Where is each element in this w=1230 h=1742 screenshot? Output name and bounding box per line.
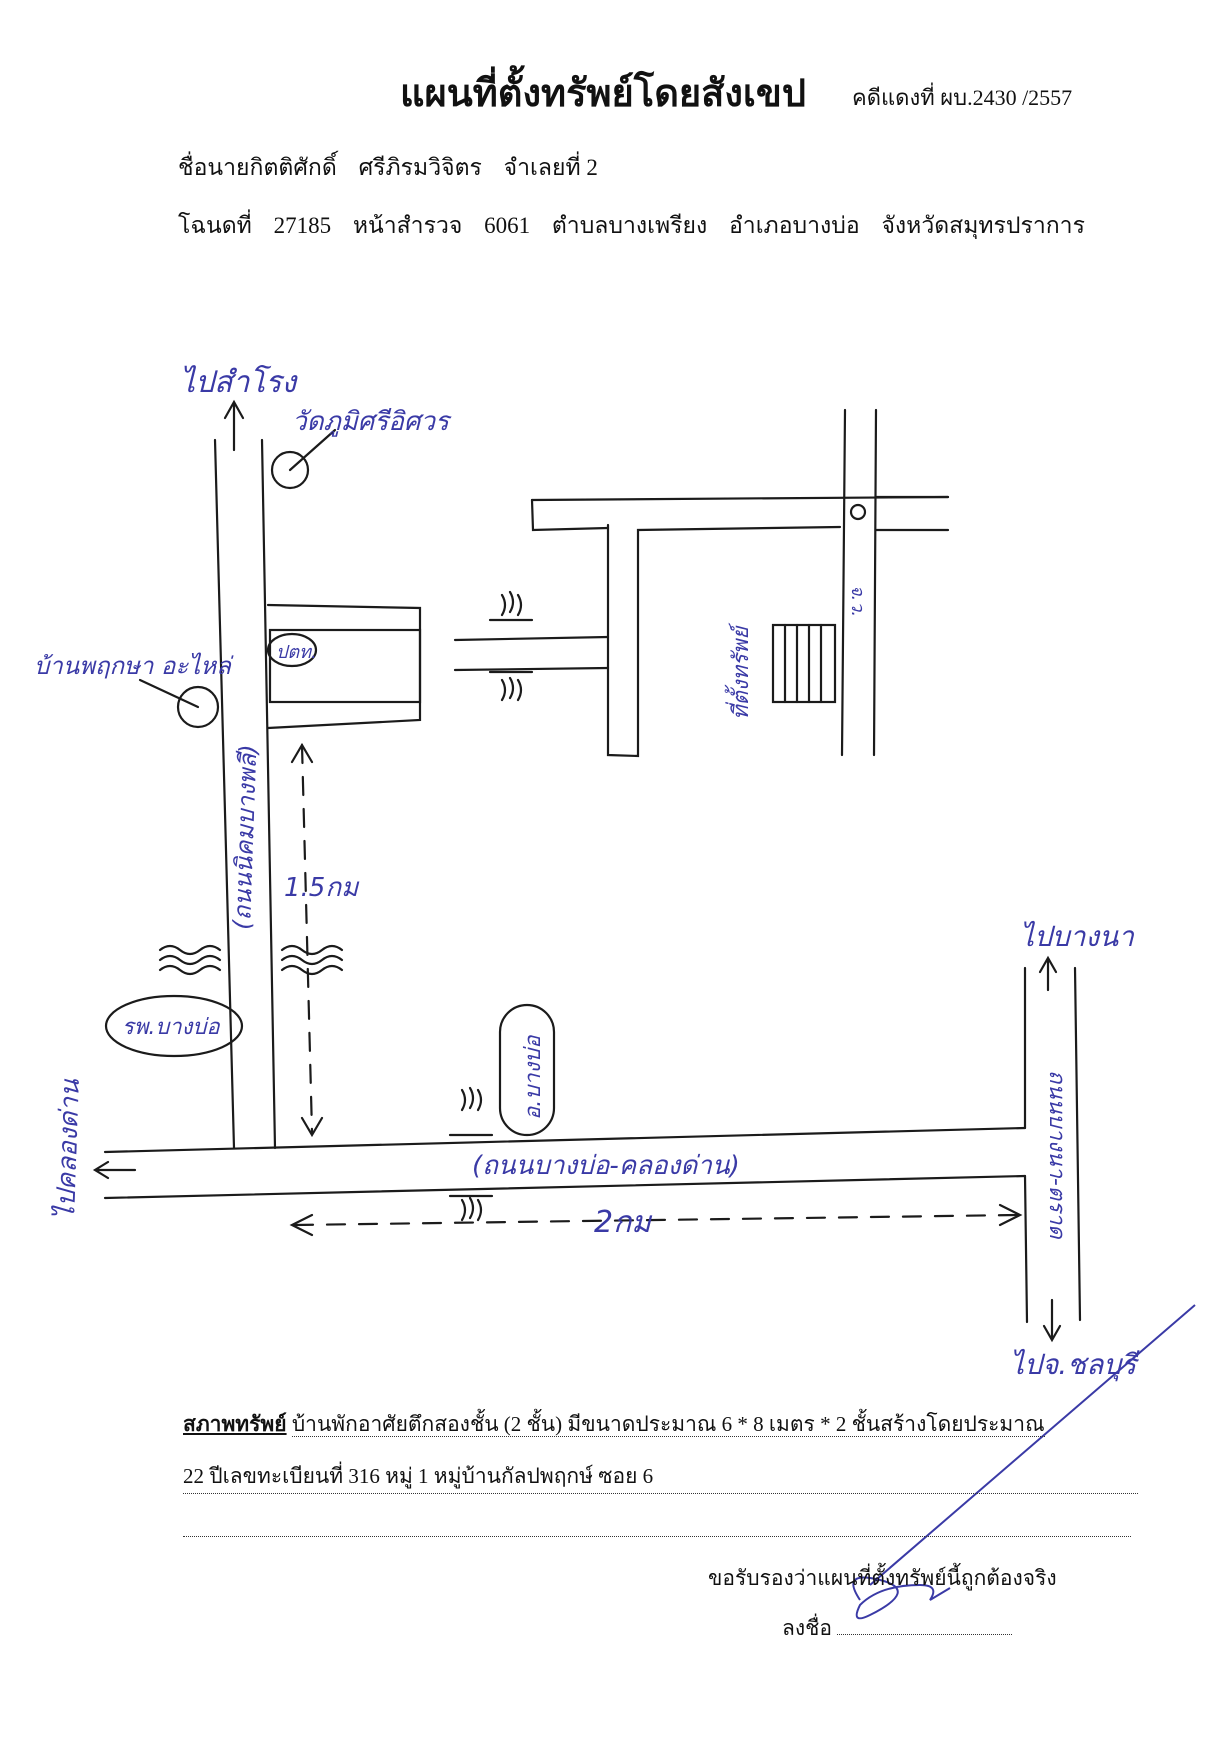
label-distance-2: 2กม [594, 1205, 653, 1240]
case-number: คดีแดงที่ ผบ.2430 /2557 [852, 85, 1073, 110]
survey-number: 6061 [484, 213, 531, 238]
signature-mark [852, 1304, 1196, 1620]
page-title: แผนที่ตั้งทรัพย์โดยสังเขป [400, 73, 806, 115]
label-ptt: ปตท. [276, 642, 317, 663]
cross-road-v1 [840, 408, 847, 757]
label-to-bangna: ไปบางนา [1020, 920, 1135, 953]
label-to-west: ไปคลองด่าน [50, 1078, 86, 1221]
bridge-mark-4 [488, 670, 534, 702]
deed-line: โฉนดที่ 27185 หน้าสำรวจ 6061 ตำบลบางเพรี… [178, 208, 1101, 244]
temple-pointer [288, 428, 337, 472]
defendant-no: จำเลยที่ 2 [503, 155, 598, 180]
label-district-office: อ.บางบ่อ [521, 1035, 546, 1120]
condition-label: สภาพทรัพย์ [183, 1412, 287, 1436]
building-box [268, 628, 422, 704]
certify-text: ขอรับรองว่าแผนที่ตั้งทรัพย์นี้ถูกต้องจริ… [708, 1566, 1057, 1590]
bangna-arrow [1038, 955, 1058, 992]
blank-dotted-line [183, 1535, 1131, 1537]
main-road-bottom [103, 1174, 1027, 1200]
distance-1-arrows [290, 742, 324, 1138]
temple-circle [270, 450, 310, 490]
province: จังหวัดสมุทรปราการ [881, 213, 1085, 238]
distance-1-line [300, 743, 314, 1134]
left-road-edge-2 [260, 438, 277, 1150]
label-house: บ้านพฤกษา อะไหล่ [34, 652, 234, 680]
north-arrow [223, 399, 245, 452]
hospital-ellipse [104, 994, 244, 1058]
cross-road-h [874, 495, 950, 532]
right-road-edge-1 [1023, 966, 1029, 1324]
block-road [606, 523, 842, 758]
soi-top [453, 635, 610, 642]
sign-label: ลงชื่อ [782, 1616, 832, 1640]
bridge-mark-1 [158, 944, 222, 976]
property-building [771, 623, 837, 704]
house-circle [176, 685, 220, 729]
signature-blank [837, 1616, 1013, 1635]
ptt-ellipse [266, 632, 318, 668]
road-circle [849, 503, 867, 521]
property-hatch [783, 623, 823, 704]
house-pointer [138, 678, 200, 709]
subdistrict: ตำบลบางเพรียง [551, 213, 708, 238]
condition-text-1: บ้านพักอาศัยตึกสองชั้น (2 ชั้น) มีขนาดปร… [291, 1412, 1045, 1437]
owner-line: ชื่อนายกิตติศักดิ์ ศรีภิรมวิจิตร จำเลยที… [178, 150, 614, 186]
distance-2-line [293, 1213, 1020, 1227]
cross-road-v2 [872, 408, 878, 757]
left-road-edge-1 [213, 438, 236, 1150]
label-temple: วัดภูมิศรีอิศวร [292, 407, 452, 437]
deed-number: 27185 [273, 213, 332, 238]
label-road-sign: จ.ว. [847, 585, 868, 617]
district-office-pill [498, 1003, 556, 1137]
deed-label: โฉนดที่ [178, 213, 252, 238]
bridge-mark-6 [448, 1194, 494, 1222]
label-to-chonburi: ไปจ.ชลบุรี [1010, 1348, 1140, 1382]
top-road-2 [530, 498, 610, 532]
label-hospital: รพ.บางบ่อ [122, 1015, 220, 1040]
bridge-mark-2 [280, 944, 344, 976]
label-property: ที่ตั้งทรัพย์ [724, 622, 754, 720]
soi-bottom [453, 666, 610, 672]
label-main-road: (ถนนบางบ่อ-คลองด่าน) [472, 1151, 740, 1181]
signature-line: ลงชื่อ [782, 1612, 1013, 1645]
right-road-edge-2 [1073, 966, 1082, 1322]
west-arrow [92, 1160, 137, 1180]
distance-2-arrows [289, 1203, 1023, 1237]
label-to-north: ไปสำโรง [180, 364, 299, 400]
owner-name: ชื่อนายกิตติศักดิ์ [178, 155, 337, 180]
label-distance-1: 1.5กม [284, 873, 360, 903]
chonburi-arrow [1042, 1298, 1062, 1343]
label-road-right: ถนนบางนา-ตราด [1044, 1070, 1069, 1240]
survey-label: หน้าสำรวจ [352, 213, 463, 238]
bridge-mark-3 [488, 590, 534, 622]
bridge-mark-5 [448, 1086, 494, 1137]
main-road-top [103, 1126, 1027, 1154]
owner-surname: ศรีภิรมวิจิตร [358, 155, 482, 180]
label-road-left: (ถนนนิคมบางพลี) [228, 744, 262, 930]
condition-line-2: 22 ปีเลขทะเบียนที่ 316 หมู่ 1 หมู่บ้านกั… [183, 1460, 1138, 1494]
condition-line-1: สภาพทรัพย์ บ้านพักอาศัยตึกสองชั้น (2 ชั้… [183, 1408, 1148, 1441]
district: อำเภอบางบ่อ [728, 213, 860, 238]
